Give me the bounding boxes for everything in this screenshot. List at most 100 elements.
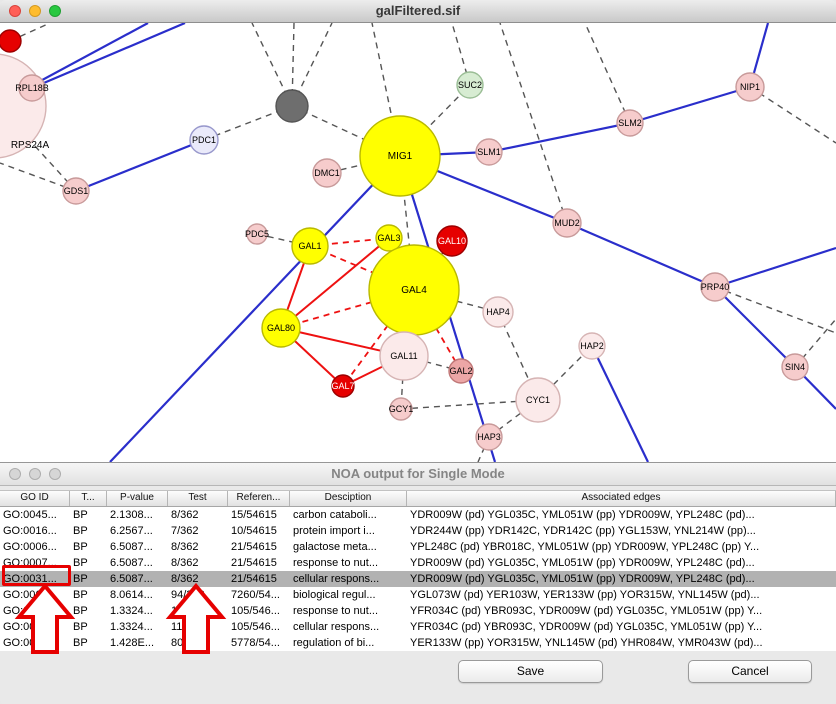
graph-node-rpl18b[interactable]	[18, 74, 46, 102]
column-header-desciption[interactable]: Desciption	[290, 491, 407, 506]
graph-node-prp40[interactable]	[700, 272, 730, 302]
graph-edge-dashed	[499, 22, 568, 224]
graph-node-unlabeled[interactable]	[0, 29, 22, 53]
table-cell: GO:0065...	[3, 589, 57, 601]
graph-node-slm1[interactable]	[475, 138, 503, 166]
graph-node-label: GAL1	[298, 241, 321, 251]
zoom-button[interactable]	[49, 468, 61, 480]
table-cell: 7/362	[171, 525, 199, 537]
table-cell: response to nut...	[293, 605, 378, 617]
graph-edge-dashed	[584, 22, 631, 124]
table-cell: biological regul...	[293, 589, 376, 601]
column-header-test[interactable]: Test	[168, 491, 228, 506]
graph-node-suc2[interactable]	[456, 71, 484, 99]
graph-node-gal3[interactable]	[375, 224, 403, 252]
traffic-lights-inactive	[9, 468, 61, 480]
graph-node-slm2[interactable]	[616, 109, 644, 137]
graph-edge-red	[280, 237, 390, 329]
table-cell: YGL073W (pd) YER103W, YER133W (pp) YOR31…	[410, 589, 760, 601]
table-cell: 21/54615	[231, 557, 277, 569]
graph-node-label: RPL18B	[15, 83, 49, 93]
graph-node-gal1[interactable]	[291, 227, 329, 265]
table-cell: YDR244W (pp) YDR142C, YDR142C (pp) YGL15…	[410, 525, 756, 537]
column-header-associated-edges[interactable]: Associated edges	[407, 491, 836, 506]
graph-edge-blue	[629, 85, 751, 125]
graph-edge-dashed	[714, 286, 836, 334]
graph-node-label: SLM1	[477, 147, 501, 157]
table-cell: GO:0019...	[3, 637, 57, 649]
graph-node-gcy1[interactable]	[389, 397, 413, 421]
graph-node-mud2[interactable]	[552, 208, 582, 238]
graph-node-nip1[interactable]	[735, 72, 765, 102]
save-button[interactable]: Save	[458, 660, 603, 683]
graph-node-sin4[interactable]	[781, 353, 809, 381]
graph-edge-blue	[488, 121, 631, 154]
column-header-p-value[interactable]: P-value	[107, 491, 168, 506]
graph-edge-blue	[75, 138, 205, 193]
table-cell: BP	[73, 573, 88, 585]
table-cell: GO:0031...	[3, 573, 57, 585]
graph-node-mig1[interactable]	[359, 115, 441, 197]
graph-node-label: DMC1	[314, 168, 340, 178]
close-button[interactable]	[9, 5, 21, 17]
graph-node-hap3[interactable]	[475, 423, 503, 451]
traffic-lights	[9, 5, 61, 17]
table-cell: 1.3324...	[110, 621, 153, 633]
column-header-go-id[interactable]: GO ID	[0, 491, 70, 506]
graph-edge-dashed	[13, 122, 77, 192]
graph-node-cyc1[interactable]	[515, 377, 561, 423]
graph-node-hap4[interactable]	[482, 296, 514, 328]
table-cell: 8/362	[171, 541, 199, 553]
graph-node-pdc1[interactable]	[189, 125, 219, 155]
graph-node-gal11[interactable]	[379, 331, 429, 381]
graph-edge-blue	[714, 246, 836, 289]
table-cell: GO:0016...	[3, 525, 57, 537]
column-header-referen[interactable]: Referen...	[228, 491, 290, 506]
graph-edge-blue	[714, 286, 796, 368]
graph-node-dmc1[interactable]	[312, 158, 342, 188]
table-cell: 21/54615	[231, 541, 277, 553]
close-button[interactable]	[9, 468, 21, 480]
graph-node-gal10[interactable]	[436, 225, 468, 257]
table-cell: cellular respons...	[293, 573, 380, 585]
graph-node-gal80[interactable]	[261, 308, 301, 348]
column-header-t[interactable]: T...	[70, 491, 107, 506]
graph-node-gal2[interactable]	[448, 358, 474, 384]
table-cell: 1.3324...	[110, 605, 153, 617]
graph-edge-reddash	[342, 289, 415, 387]
table-cell: YDR009W (pd) YGL035C, YML051W (pp) YDR00…	[410, 573, 755, 585]
graph-node-gds1[interactable]	[62, 177, 90, 205]
graph-node-gal7[interactable]	[331, 374, 355, 398]
table-cell: YFR034C (pd) YBR093C, YDR009W (pd) YGL03…	[410, 621, 763, 633]
graph-node-hap2[interactable]	[578, 332, 606, 360]
minimize-button[interactable]	[29, 5, 41, 17]
noa-window-titlebar: NOA output for Single Mode	[0, 463, 836, 486]
graph-node-label: GAL3	[377, 233, 400, 243]
table-cell: 105/546...	[231, 605, 280, 617]
table-cell: 21/54615	[231, 573, 277, 585]
graph-node-label: GAL11	[390, 351, 417, 361]
table-cell: GO:0006...	[3, 541, 57, 553]
table-cell: 6.2567...	[110, 525, 153, 537]
minimize-button[interactable]	[29, 468, 41, 480]
table-cell: BP	[73, 525, 88, 537]
graph-node-pdc5[interactable]	[246, 223, 268, 245]
graph-node-label: GAL4	[401, 285, 427, 296]
graph-node-unlabeled[interactable]	[275, 89, 309, 123]
table-cell: 7260/54...	[231, 589, 280, 601]
cancel-button[interactable]: Cancel	[688, 660, 812, 683]
zoom-button[interactable]	[49, 5, 61, 17]
graph-node-label: SLM2	[618, 118, 642, 128]
table-cell: YPL248C (pd) YBR018C, YML051W (pp) YDR00…	[410, 541, 760, 553]
